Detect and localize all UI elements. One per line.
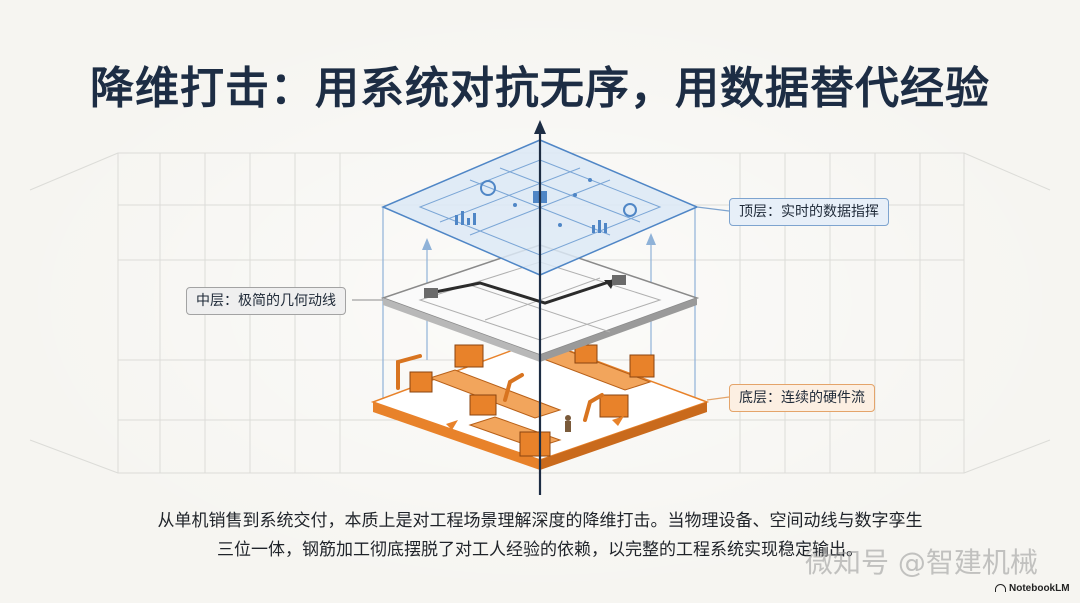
top-layer-callout: 顶层：实时的数据指挥: [729, 198, 889, 226]
summary-line-2: 三位一体，钢筋加工彻底摆脱了对工人经验的依赖，以完整的工程系统实现稳定输出。: [217, 540, 863, 560]
callout-leaders: [352, 206, 730, 401]
brand-mark: NotebookLM: [995, 583, 1070, 594]
notebooklm-icon: [995, 584, 1006, 592]
summary-line-1: 从单机销售到系统交付，本质上是对工程场景理解深度的降维打击。当物理设备、空间动线…: [157, 511, 923, 531]
middle-layer-callout: 中层：极简的几何动线: [186, 287, 346, 315]
brand-label: NotebookLM: [1009, 583, 1070, 594]
central-axis: [534, 120, 546, 495]
bottom-layer-callout: 底层：连续的硬件流: [729, 384, 875, 412]
connector-arrows: [422, 233, 656, 250]
summary-text: 从单机销售到系统交付，本质上是对工程场景理解深度的降维打击。当物理设备、空间动线…: [60, 507, 1020, 565]
page-title: 降维打击：用系统对抗无序，用数据替代经验: [90, 63, 990, 114]
watermark: 微知号 @智建机械: [805, 546, 1038, 579]
